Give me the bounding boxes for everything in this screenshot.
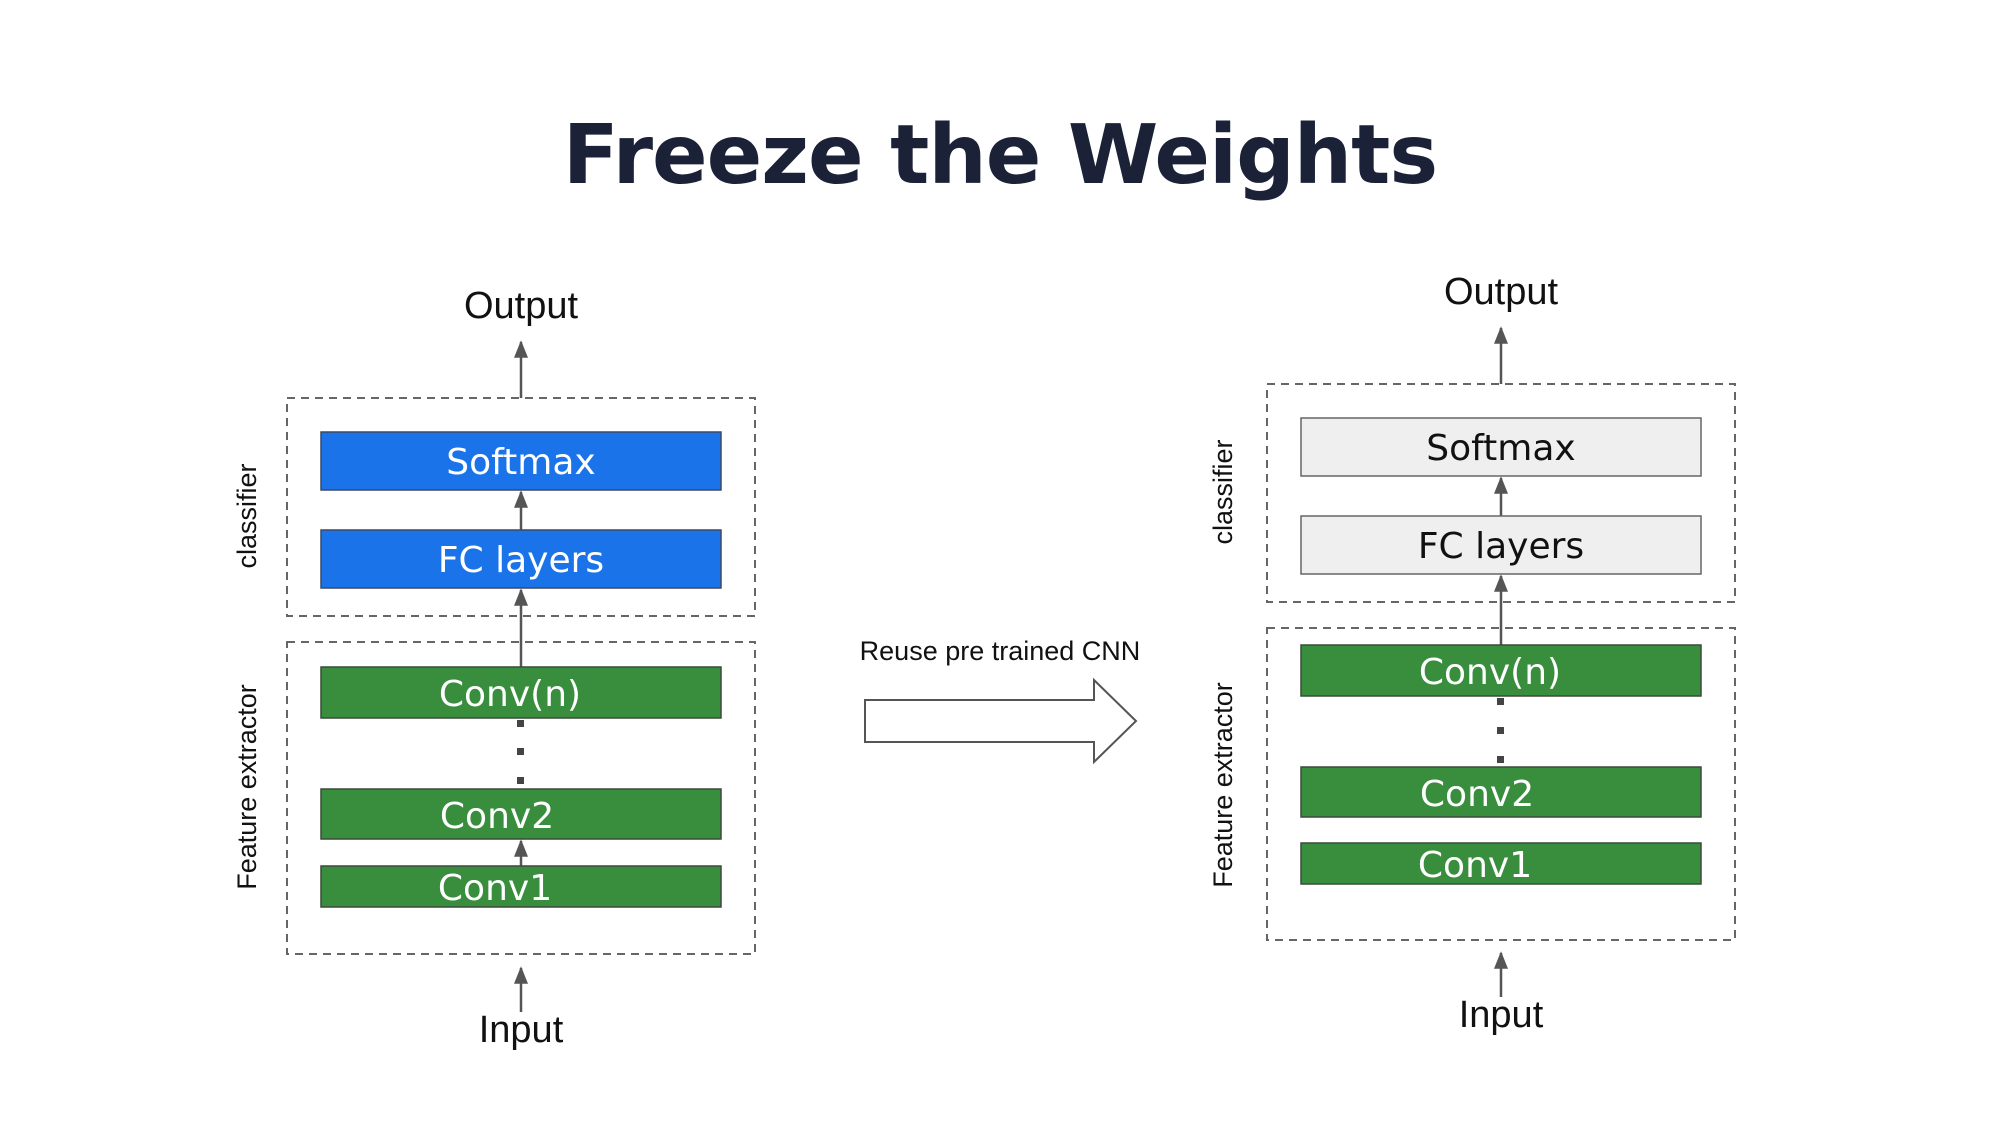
left-fc-layer <box>320 529 722 589</box>
reuse-label: Reuse pre trained CNN <box>860 636 1141 666</box>
left-conv1-layer <box>320 865 722 908</box>
left-input-label: Input <box>479 1009 564 1051</box>
right-conv1-label: Conv1 <box>1418 845 1532 886</box>
right-softmax-label: Softmax <box>1426 428 1575 469</box>
right-conv-n-layer <box>1300 644 1702 697</box>
left-conv2-layer <box>320 788 722 840</box>
right-conv2-label: Conv2 <box>1420 774 1534 815</box>
right-output-label: Output <box>1444 271 1559 313</box>
left-softmax-label: Softmax <box>446 442 595 483</box>
left-feature-group-label: Feature extractor <box>232 684 262 890</box>
right-input-label: Input <box>1459 994 1544 1036</box>
left-conv-n-layer <box>320 666 722 719</box>
left-classifier-group-label: classifier <box>232 463 262 568</box>
left-classifier-group <box>286 397 756 617</box>
right-softmax-layer <box>1300 417 1702 477</box>
left-softmax-layer <box>320 431 722 491</box>
left-output-label: Output <box>464 285 579 327</box>
right-fc-label: FC layers <box>1418 526 1584 567</box>
right-feature-extractor-group <box>1266 627 1736 941</box>
left-feature-extractor-group <box>286 641 756 955</box>
right-conv1-layer <box>1300 842 1702 885</box>
right-classifier-group-label: classifier <box>1208 439 1238 544</box>
left-conv1-label: Conv1 <box>438 868 552 909</box>
right-feature-group-label: Feature extractor <box>1208 682 1238 888</box>
right-classifier-group <box>1266 383 1736 603</box>
right-arrow-icon <box>864 677 1138 765</box>
left-model: Output classifier Softmax FC layers Feat… <box>232 285 756 1051</box>
transfer-arrow: Reuse pre trained CNN <box>860 636 1141 765</box>
right-model: Output classifier Softmax FC layers Feat… <box>1208 271 1736 1036</box>
left-fc-label: FC layers <box>438 540 604 581</box>
right-conv2-layer <box>1300 766 1702 818</box>
left-conv2-label: Conv2 <box>440 796 554 837</box>
slide-title: Freeze the Weights <box>562 108 1438 203</box>
left-ellipsis-dots <box>517 720 524 784</box>
right-ellipsis-dots <box>1497 698 1504 763</box>
right-fc-layer <box>1300 515 1702 575</box>
left-conv-n-label: Conv(n) <box>439 674 581 715</box>
right-conv-n-label: Conv(n) <box>1419 652 1561 693</box>
